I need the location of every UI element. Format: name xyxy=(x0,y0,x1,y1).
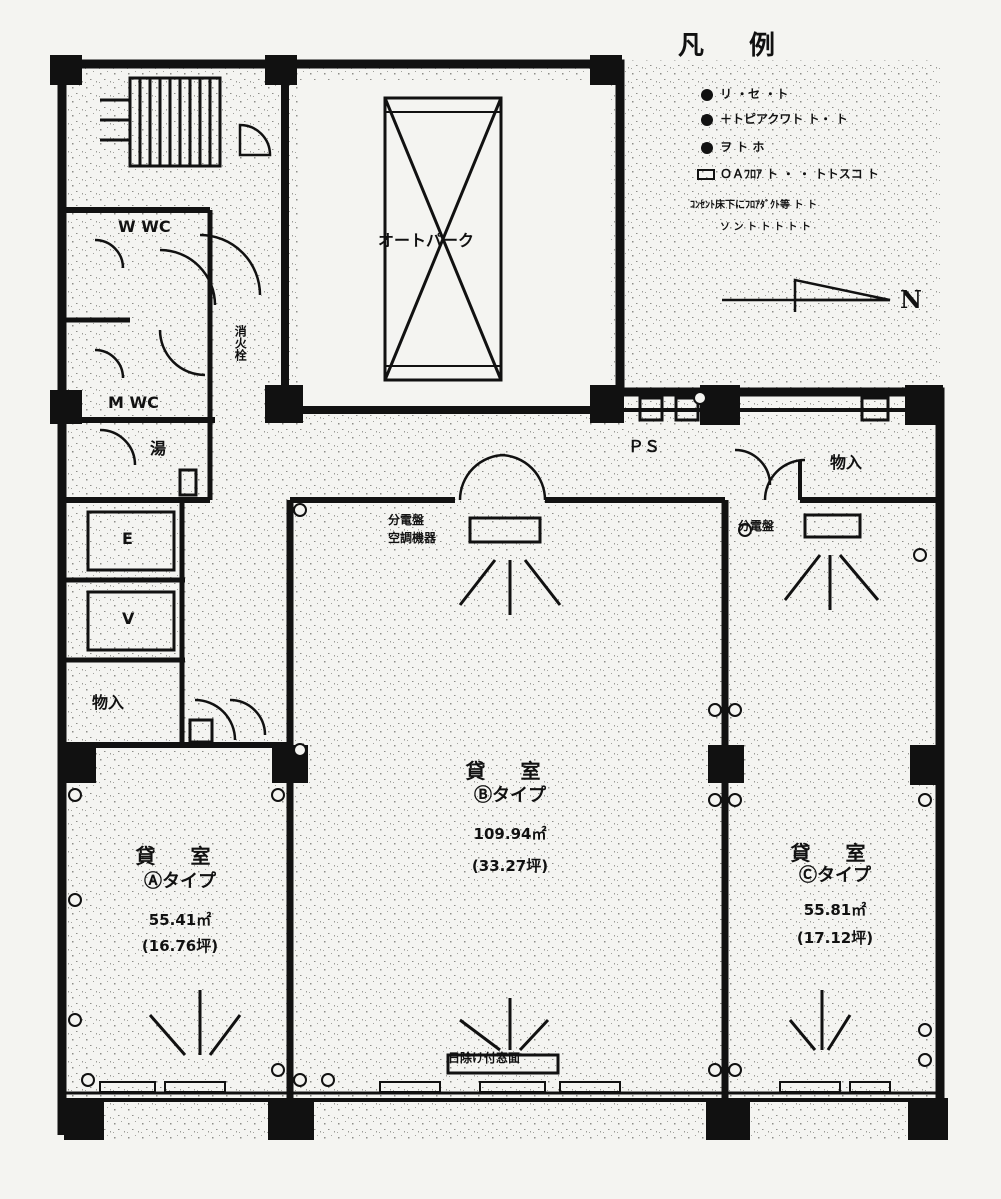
legend-item-floor-outlet: ＋トピアクワト ト・ ト xyxy=(720,112,848,126)
hvac-label-b: 空調機器 xyxy=(388,531,437,545)
breaker-label-b: 分電盤 xyxy=(388,513,425,527)
legend-title: 凡 例 xyxy=(678,31,794,61)
small-fixtures xyxy=(178,396,890,1075)
elevator-e-label: E xyxy=(122,529,133,548)
office-a-tsubo: (16.76坪) xyxy=(141,937,219,955)
auto-park-symbol xyxy=(383,96,503,382)
storage-right-label: 物入 xyxy=(830,453,863,472)
legend-note-line2: ソ ン ト ト ト ト ト xyxy=(720,222,811,233)
columns xyxy=(50,55,948,1140)
legend-note-line1: ｺﾝｾﾝﾄ床下にﾌﾛｱﾀﾞｸﾄ等 ト ト xyxy=(690,200,817,211)
window-sills xyxy=(99,1081,891,1093)
legend-item-phone: ヲ ト ホ xyxy=(720,140,765,154)
fire-hydrant-label: 消火栓 xyxy=(233,325,248,361)
kitchenette-label: 湯 xyxy=(150,439,167,458)
office-b-type: Ⓑタイプ xyxy=(474,785,546,806)
office-a-area: 55.41㎡ xyxy=(148,911,212,929)
breaker-label-c: 分電盤 xyxy=(738,519,775,533)
compass-arrow xyxy=(722,278,891,312)
elevator-v-label: V xyxy=(122,609,135,628)
fixture-lines xyxy=(148,554,880,1056)
legend-item-oa-floor: ＯＡﾌﾛｱ ト ・ ・ トトスコ ト xyxy=(720,167,879,181)
office-c-area: 55.81㎡ xyxy=(803,901,867,919)
office-c-type: Ⓒタイプ xyxy=(799,865,871,886)
ps-label: ＰＳ xyxy=(628,437,661,456)
womens-wc-label: W WC xyxy=(118,217,171,236)
mens-wc-label: M WC xyxy=(108,393,159,412)
outlet-symbols xyxy=(68,391,932,1087)
office-c-name: 貸 室 xyxy=(790,841,880,865)
office-a-name: 貸 室 xyxy=(135,844,225,868)
legend-item-outlet: リ ・セ ・ト xyxy=(720,87,789,101)
office-b-area: 109.94㎡ xyxy=(473,825,547,843)
office-a-type: Ⓐタイプ xyxy=(144,871,216,892)
staircase xyxy=(100,76,222,168)
auto-park-label: オートパーク xyxy=(378,231,475,250)
legend-symbols xyxy=(697,89,715,180)
door-swings xyxy=(94,123,806,741)
north-label: N xyxy=(900,285,922,314)
office-b-name: 貸 室 xyxy=(465,759,555,783)
auto-park-floor xyxy=(300,80,610,410)
office-c-tsubo: (17.12坪) xyxy=(796,929,874,947)
elevators xyxy=(86,510,176,652)
window-note-label: 日除け付窓面 xyxy=(448,1051,521,1065)
storage-left-label: 物入 xyxy=(92,693,125,712)
office-b-tsubo: (33.27坪) xyxy=(471,857,549,875)
